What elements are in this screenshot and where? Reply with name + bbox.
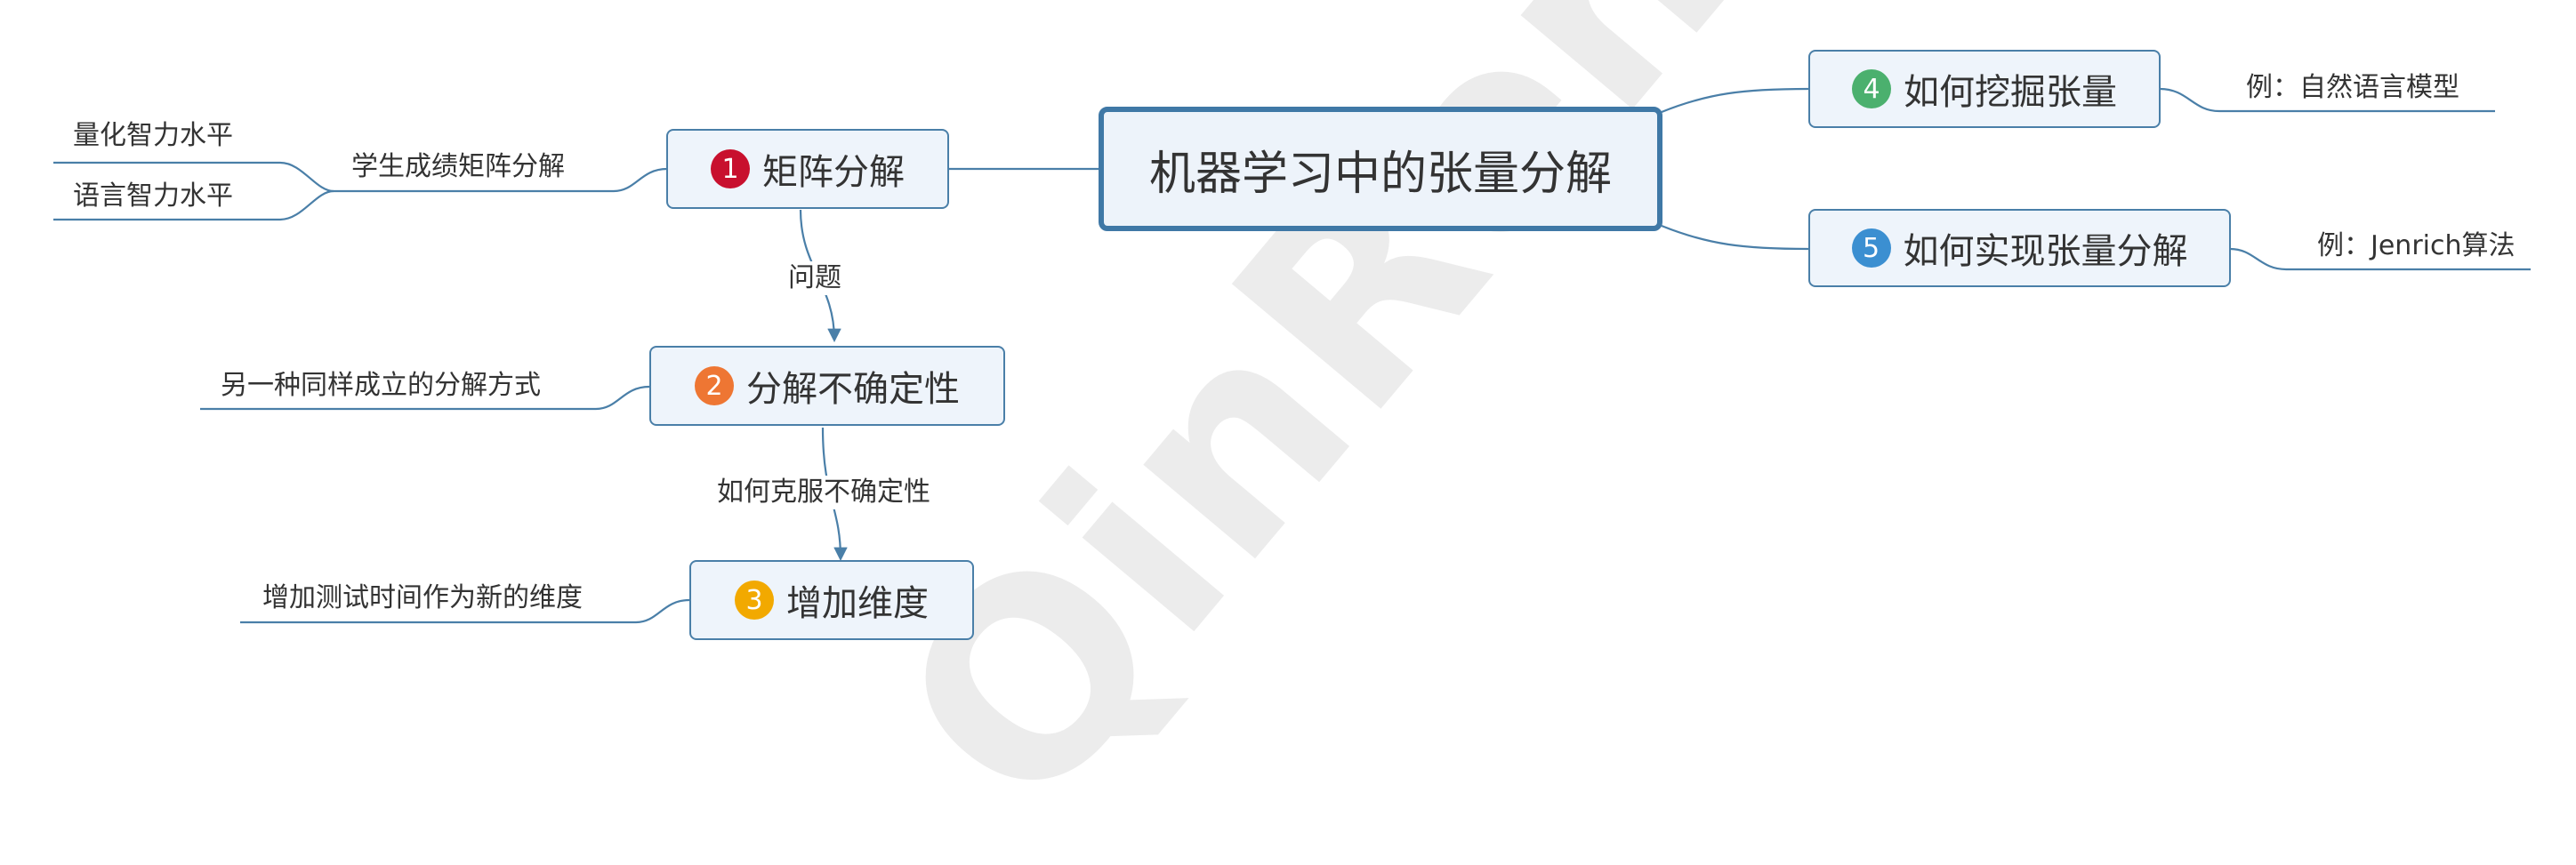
- link-central-implement: [1661, 224, 1809, 251]
- topic-implement-tensor-decomposition[interactable]: 5 如何实现张量分解: [1808, 209, 2231, 287]
- link-matrix-example: [334, 167, 668, 193]
- subtopic-jenrich-example[interactable]: 例：Jenrich算法: [2317, 230, 2516, 261]
- link-central-mining: [1661, 87, 1809, 114]
- subtopic-nlp-example[interactable]: 例：自然语言模型: [2246, 72, 2459, 103]
- topic-decomposition-uncertainty[interactable]: 2 分解不确定性: [649, 346, 1005, 426]
- topic-matrix-decomposition[interactable]: 1 矩阵分解: [666, 129, 949, 209]
- number-4-icon: 4: [1852, 69, 1891, 108]
- link-add-time: [240, 598, 690, 624]
- subtopic-student-score-matrix[interactable]: 学生成绩矩阵分解: [351, 151, 565, 182]
- link-jenrich: [2229, 247, 2531, 271]
- topic-label: 分解不确定性: [746, 369, 960, 410]
- topic-label: 如何挖掘张量: [1904, 72, 2117, 113]
- subtopic-quantitative-intelligence[interactable]: 量化智力水平: [73, 120, 233, 151]
- link-alt-decomp: [200, 385, 650, 411]
- topic-label: 如何实现张量分解: [1903, 231, 2188, 272]
- number-3-icon: 3: [735, 581, 774, 620]
- subtopic-add-time-dimension[interactable]: 增加测试时间作为新的维度: [262, 582, 583, 613]
- subtopic-verbal-intelligence[interactable]: 语言智力水平: [73, 180, 233, 212]
- relationship-label-overcome: 如何克服不确定性: [712, 476, 936, 509]
- subtopic-alternative-decomposition[interactable]: 另一种同样成立的分解方式: [221, 370, 541, 401]
- number-5-icon: 5: [1851, 228, 1891, 268]
- link-nlp-example: [2159, 87, 2495, 113]
- number-1-icon: 1: [711, 149, 750, 188]
- topic-add-dimension[interactable]: 3 增加维度: [689, 560, 974, 640]
- topic-label: 矩阵分解: [762, 152, 905, 193]
- topic-label: 增加维度: [786, 583, 929, 624]
- number-2-icon: 2: [695, 366, 734, 405]
- relationship-label-problem: 问题: [783, 261, 847, 295]
- connector-lines: [53, 87, 2531, 624]
- central-topic-label: 机器学习中的张量分解: [1148, 147, 1612, 201]
- link-quant: [53, 161, 334, 193]
- central-topic[interactable]: 机器学习中的张量分解: [1099, 107, 1662, 231]
- topic-mining-tensors[interactable]: 4 如何挖掘张量: [1808, 50, 2161, 128]
- link-verbal: [53, 189, 334, 221]
